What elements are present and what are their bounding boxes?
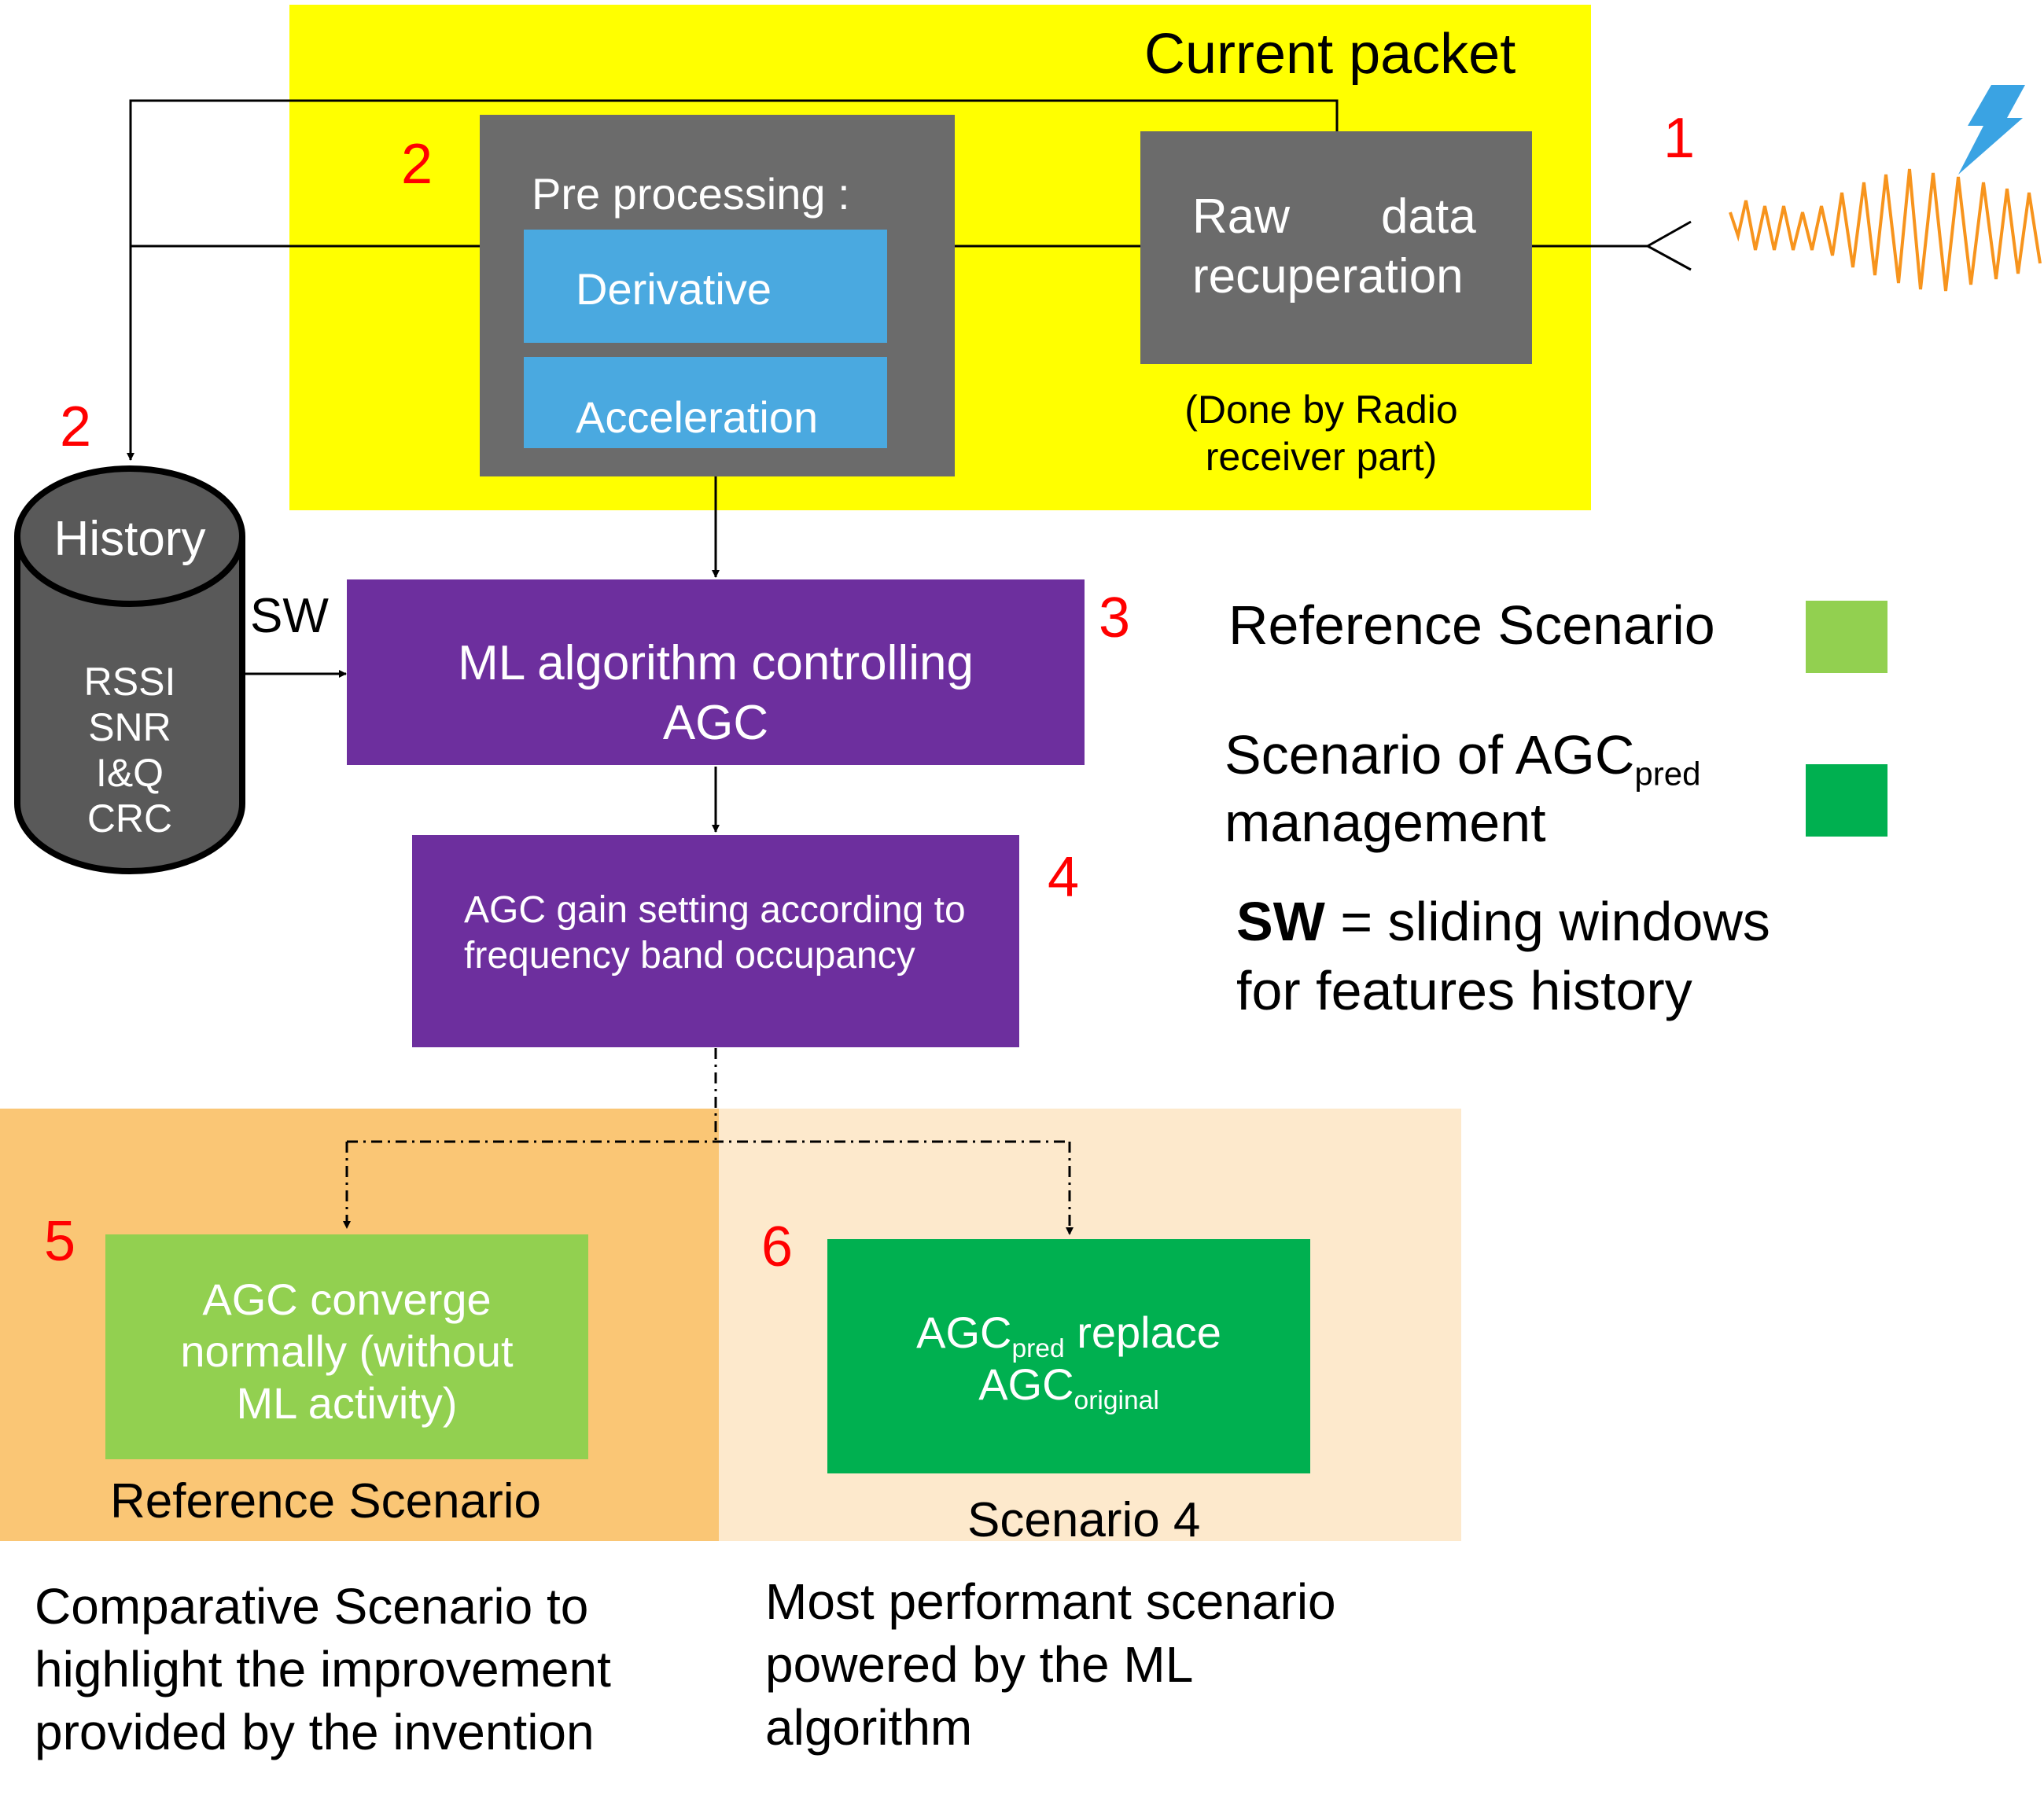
lightning-icon: [1958, 85, 2025, 175]
agc-converge-box: [105, 1234, 588, 1459]
legend-sw-line1: SW = sliding windows: [1236, 890, 1770, 953]
legend-reference-swatch: [1806, 601, 1887, 673]
agc-pred-replace-line2: AGCoriginal: [827, 1359, 1310, 1416]
raw-data-label-recuperation: recuperation: [1192, 249, 1464, 303]
raw-data-label-data: data: [1381, 189, 1476, 244]
ml-algorithm-label-line2: AGC: [662, 696, 769, 750]
legend-pred-swatch: [1806, 764, 1887, 837]
history-database-icon: [14, 465, 245, 874]
agc-pred-replace-line1: AGCpred replace: [827, 1307, 1310, 1364]
step-number-5: 5: [44, 1210, 76, 1273]
history-feature-rssi: RSSI: [83, 660, 176, 704]
derivative-box: [524, 230, 887, 343]
radio-signal-wave: [1729, 168, 2042, 292]
step-number-2-history: 2: [60, 395, 92, 458]
legend-sw-line2: for features history: [1236, 960, 1692, 1021]
agc-gain-setting-box: [412, 835, 1019, 1047]
agc-gain-label-line1: AGC gain setting according to: [464, 889, 966, 931]
agc-converge-line1: AGC converge: [202, 1275, 492, 1324]
agc-converge-line2: normally (without: [180, 1326, 514, 1376]
step-number-1: 1: [1663, 107, 1696, 170]
acceleration-box: [524, 357, 887, 448]
history-feature-iq: I&Q: [95, 751, 164, 795]
legend-pred-label-line1: Scenario of AGCpred: [1225, 723, 1700, 793]
raw-data-box: [1140, 131, 1532, 364]
history-feature-snr: SNR: [88, 705, 171, 749]
replace-text: replace: [1064, 1308, 1221, 1357]
step-number-3: 3: [1099, 587, 1131, 649]
legend-pred-subscript: pred: [1634, 755, 1701, 793]
agc-pred-subscript: pred: [1011, 1333, 1065, 1363]
radio-note-line1: (Done by Radio: [1184, 388, 1458, 432]
caption-right-line2: powered by the ML: [765, 1636, 1194, 1693]
legend-pred-prefix: Scenario of AGC: [1225, 724, 1635, 785]
caption-left-line1: Comparative Scenario to: [35, 1578, 589, 1635]
ml-algorithm-box: [347, 579, 1085, 765]
agc-original-subscript: original: [1074, 1385, 1159, 1415]
agc-converge-line3: ML activity): [236, 1378, 458, 1428]
antenna-icon: [1644, 220, 1692, 271]
history-feature-crc: CRC: [87, 796, 173, 840]
caption-left-line2: highlight the improvement: [35, 1641, 611, 1698]
preprocessing-title: Pre processing :: [532, 169, 850, 219]
agc-pred-text: AGC: [916, 1308, 1012, 1357]
history-title: History: [53, 512, 206, 566]
legend-reference-label: Reference Scenario: [1228, 594, 1715, 656]
sw-label: SW: [250, 589, 329, 643]
legend-sw-rest: = sliding windows: [1324, 891, 1770, 952]
caption-right-line1: Most performant scenario: [765, 1573, 1336, 1630]
raw-data-label-raw: Raw: [1192, 189, 1291, 244]
scenario4-label: Scenario 4: [967, 1493, 1201, 1547]
caption-right-line3: algorithm: [765, 1699, 973, 1756]
reference-scenario-label: Reference Scenario: [110, 1474, 541, 1528]
agc-gain-label-line2: frequency band occupancy: [464, 935, 915, 977]
agc-original-text: AGC: [978, 1359, 1074, 1409]
legend-sw-bold: SW: [1236, 891, 1325, 952]
step-number-6: 6: [761, 1216, 794, 1278]
agc-pred-replace-box: [827, 1239, 1310, 1473]
step-number-2-preprocessing: 2: [401, 133, 433, 196]
radio-note-line2: receiver part): [1205, 435, 1438, 479]
ml-algorithm-label-line1: ML algorithm controlling: [458, 636, 974, 690]
caption-left-line3: provided by the invention: [35, 1704, 595, 1760]
step-number-4: 4: [1048, 846, 1080, 909]
current-packet-title: Current packet: [1144, 23, 1516, 86]
derivative-label: Derivative: [576, 264, 772, 314]
acceleration-label: Acceleration: [576, 392, 819, 442]
legend-pred-label-line2: management: [1225, 792, 1546, 853]
